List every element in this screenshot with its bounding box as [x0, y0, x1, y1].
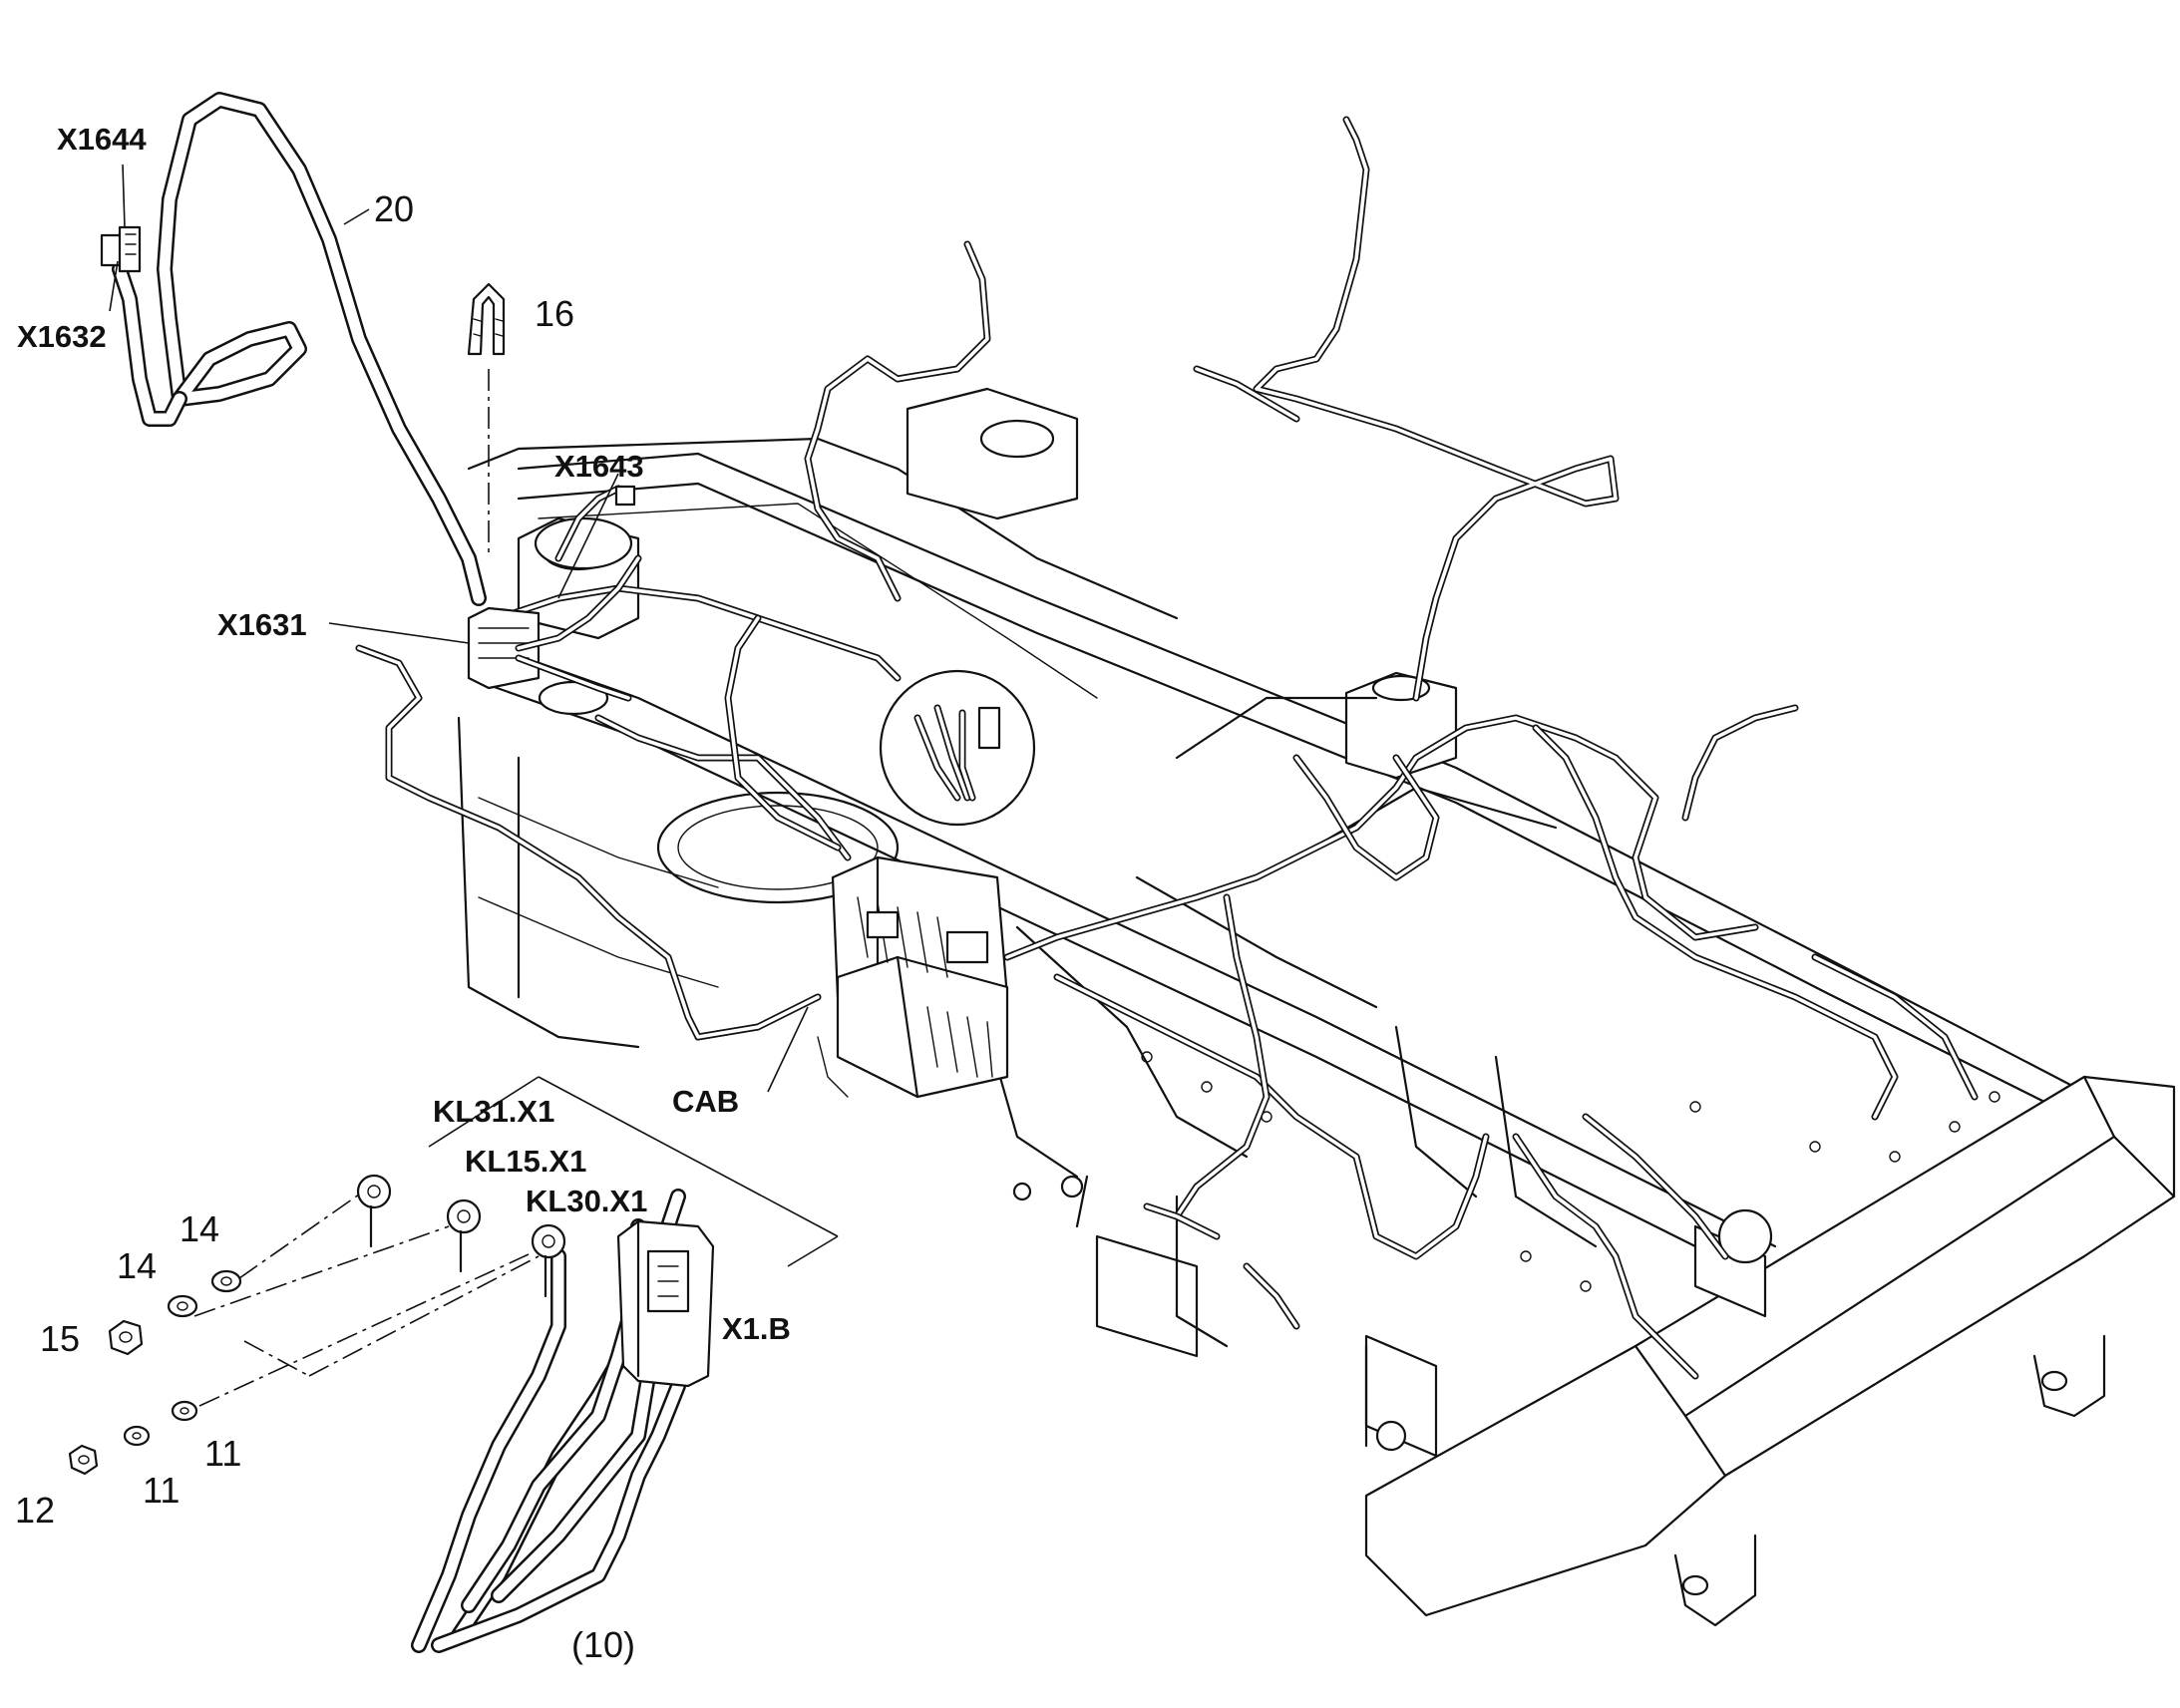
label-item-10: (10): [571, 1624, 635, 1665]
label-item-12: 12: [15, 1490, 55, 1531]
label-item-15: 15: [40, 1318, 80, 1359]
label-x1-b: X1.B: [722, 1311, 791, 1346]
harness-wires: [355, 116, 1979, 1380]
callout-labels: X1644 X1632 20 16 X1643 X1631 CAB KL31.X…: [15, 122, 791, 1665]
clip-16: [467, 282, 506, 558]
x1643-detail: [554, 485, 636, 562]
label-cab: CAB: [672, 1084, 739, 1119]
label-kl15-x1: KL15.X1: [465, 1144, 586, 1179]
label-x1631: X1631: [217, 607, 307, 642]
leader-lines: [109, 164, 809, 1093]
detail-circle: [879, 669, 1036, 827]
label-item-11-right: 11: [204, 1433, 241, 1474]
label-item-11-left: 11: [143, 1470, 180, 1511]
label-item-16: 16: [535, 293, 574, 334]
label-x1632: X1632: [17, 319, 107, 354]
chassis-frame: [457, 387, 2176, 1627]
label-item-20: 20: [374, 188, 414, 229]
battery-terminal-assembly: [68, 1076, 839, 1653]
label-x1643: X1643: [554, 449, 644, 484]
label-item-14-upper: 14: [180, 1208, 219, 1249]
cab-electrical-box: [817, 855, 1009, 1099]
label-kl30-x1: KL30.X1: [526, 1184, 647, 1218]
label-x1644: X1644: [57, 122, 147, 157]
cable-20: [100, 92, 487, 606]
label-item-14-lower: 14: [117, 1245, 157, 1286]
label-kl31-x1: KL31.X1: [433, 1094, 554, 1129]
